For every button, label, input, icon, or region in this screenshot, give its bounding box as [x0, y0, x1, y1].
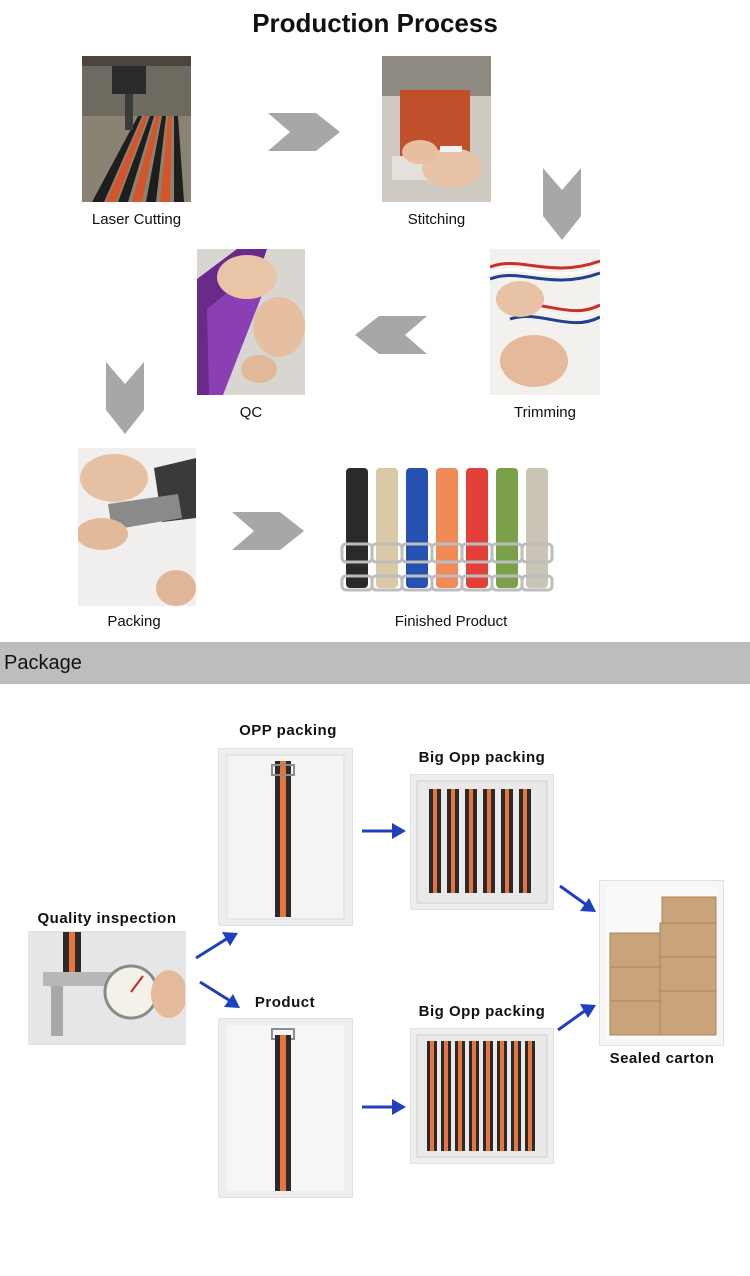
chevron-down-icon [543, 168, 581, 240]
arrow-down-right-icon [199, 980, 240, 1008]
package-section-title: Package [4, 652, 82, 674]
quality-inspection-label: Quality inspection [37, 910, 177, 927]
sealed-carton-photo [599, 880, 724, 1046]
chevron-right-icon [268, 113, 340, 151]
qc-photo [197, 249, 305, 395]
trimming-photo [490, 249, 600, 395]
packing-photo [78, 448, 196, 606]
stitching-photo [382, 56, 491, 202]
arrow-right-icon [362, 1099, 406, 1115]
opp-packing-photo [218, 748, 353, 926]
arrow-down-right-icon [559, 884, 596, 912]
big-opp-packing-photo [410, 1028, 554, 1164]
quality-inspection-photo [28, 931, 187, 1045]
stitching-caption: Stitching [407, 211, 466, 228]
qc-caption: QC [239, 404, 263, 421]
package-section-header: Package [0, 642, 750, 684]
packing-caption: Packing [107, 613, 161, 630]
sealed-carton-label: Sealed carton [609, 1050, 715, 1067]
product-photo [218, 1018, 353, 1198]
arrow-up-right-icon [195, 932, 238, 960]
chevron-left-icon [355, 316, 427, 354]
finished-product-caption: Finished Product [394, 613, 508, 630]
arrow-right-icon [362, 823, 406, 839]
product-label: Product [254, 994, 316, 1011]
arrow-up-right-icon [557, 1004, 596, 1032]
opp-packing-label: OPP packing [239, 722, 337, 739]
chevron-right-icon [232, 512, 304, 550]
finished-product-photo [338, 448, 560, 606]
laser-cutting-caption: Laser Cutting [91, 211, 182, 228]
big-opp-packing-label: Big Opp packing [418, 749, 546, 766]
big-opp-packing-label: Big Opp packing [418, 1003, 546, 1020]
page-title: Production Process [252, 8, 498, 38]
chevron-down-icon [106, 362, 144, 434]
laser-cutting-photo [82, 56, 191, 202]
trimming-caption: Trimming [514, 404, 576, 421]
big-opp-packing-photo [410, 774, 554, 910]
